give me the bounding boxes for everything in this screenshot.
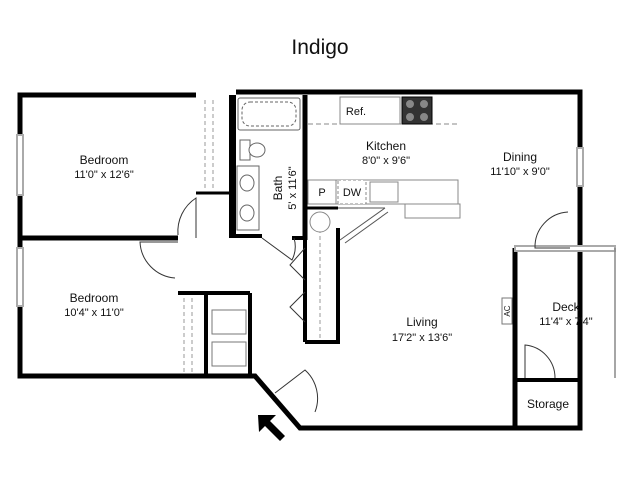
- counter-end: [404, 203, 461, 219]
- toilet-bowl: [248, 142, 266, 158]
- fridge: [339, 96, 401, 125]
- bedroom2-dims: 10'4" x 11'0": [64, 307, 124, 319]
- kitchen-name: Kitchen: [366, 139, 406, 153]
- pantry: [307, 179, 337, 205]
- closet-rods: [183, 100, 321, 372]
- deck-name: Deck: [552, 300, 580, 314]
- window-dining: [576, 147, 584, 187]
- bath-name: Bath: [271, 176, 285, 201]
- living-dims: 17'2" x 13'6": [392, 332, 452, 344]
- fridge-label: Ref.: [346, 106, 366, 118]
- doors: [139, 197, 570, 413]
- door-utility-2: [289, 291, 306, 323]
- dining-name: Dining: [503, 150, 537, 164]
- door-deck: [534, 211, 570, 249]
- window-bedroom1: [16, 134, 24, 196]
- door-entry: [274, 369, 319, 413]
- door-storage: [524, 344, 556, 379]
- plan-title: Indigo: [291, 36, 349, 59]
- window-bedroom2: [16, 247, 24, 307]
- door-bedroom1: [177, 197, 197, 238]
- outer-wall: [17, 89, 583, 431]
- dishwasher-box: [337, 179, 367, 205]
- bedroom1-name: Bedroom: [80, 153, 129, 167]
- dishwasher-label: DW: [343, 187, 362, 199]
- stove: [401, 96, 433, 125]
- deck-dims: 11'4" x 7'4": [539, 316, 592, 328]
- storage-name: Storage: [527, 397, 569, 411]
- living-name: Living: [406, 315, 437, 329]
- kitchen-fixtures: [307, 96, 461, 244]
- sink-2: [239, 204, 255, 222]
- kitchen-sink: [369, 181, 399, 203]
- door-bedroom2: [139, 241, 178, 279]
- ac-unit: [501, 297, 513, 325]
- entry-arrow-icon: [258, 415, 285, 441]
- kitchen-dims: 8'0" x 9'6": [362, 155, 410, 167]
- bath-dims: 5' x 11'6": [287, 166, 299, 209]
- pantry-label: P: [318, 187, 325, 199]
- door-bath: [261, 237, 296, 261]
- door-utility-1: [289, 247, 306, 281]
- bedroom2-name: Bedroom: [70, 291, 119, 305]
- bedroom1-dims: 11'0" x 12'6": [74, 169, 134, 181]
- sink-1: [239, 174, 255, 192]
- labels: Bedroom 11'0" x 12'6" Bedroom 10'4" x 11…: [64, 106, 593, 411]
- bath-fixtures: [236, 97, 301, 231]
- linen-shelves: [211, 309, 247, 367]
- water-heater: [309, 211, 331, 233]
- ac-label: AC: [503, 305, 512, 316]
- dining-dims: 11'10" x 9'0": [490, 166, 550, 178]
- walls: [17, 89, 583, 431]
